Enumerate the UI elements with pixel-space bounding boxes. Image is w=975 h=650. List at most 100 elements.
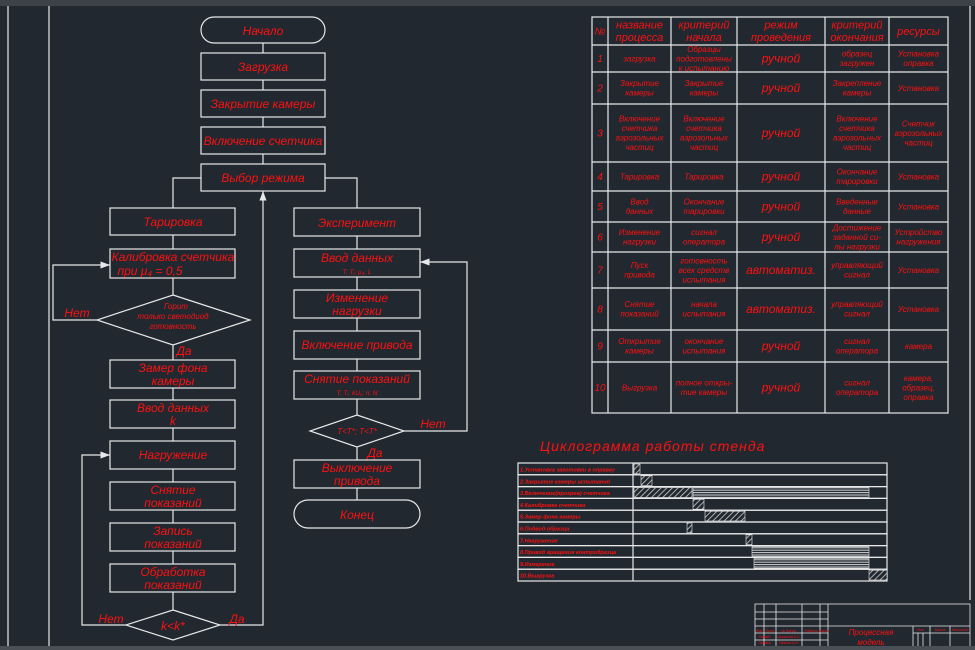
table-cell-text: загрузка	[622, 54, 656, 63]
table-cell-text: Установка	[897, 266, 940, 275]
flow-counter-on[interactable]: Включение счетчика	[200, 126, 326, 155]
flow-loading[interactable]: Нагружение	[109, 440, 236, 470]
table-cell-text: аэрозольных	[894, 129, 943, 138]
svg-text:Дата: Дата	[818, 629, 828, 633]
table-cell-text: критерий	[678, 20, 729, 32]
table-cell-text: оправка	[903, 393, 934, 402]
table-cell-text: 3	[597, 129, 603, 140]
cyclogram-row-label: 7.Нагружение	[520, 538, 558, 544]
table-cell-text: ручной	[761, 170, 801, 184]
svg-text:модель: модель	[857, 638, 884, 647]
svg-text:Разраб.: Разраб.	[759, 635, 772, 639]
svg-text:Замер фона: Замер фона	[138, 361, 207, 375]
cyclogram-row-label: 9.Измерение	[520, 562, 555, 568]
svg-text:Процессная: Процессная	[849, 628, 894, 637]
table-cell-text: Установка	[897, 172, 940, 181]
flow-close-chamber[interactable]: Закрытие камеры	[200, 89, 326, 118]
table-cell-text: испытания	[683, 347, 727, 356]
svg-text:T; Tᵢ; μ₄; L: T; Tᵢ; μ₄; L	[343, 269, 372, 276]
flow-readings[interactable]: Снятие показаний	[109, 481, 236, 511]
svg-text:T<T*; T<T*: T<T*; T<T*	[337, 427, 377, 436]
svg-text:Конец: Конец	[340, 508, 374, 522]
table-cell-text: Окончание	[837, 168, 878, 177]
table-cell-text: 7	[597, 266, 603, 277]
table-cell-text: тие камеры	[681, 388, 727, 397]
flow-record[interactable]: Запись показаний	[109, 522, 236, 552]
table-cell-text: нагрузки	[623, 238, 656, 247]
table-cell-text: данные	[843, 207, 872, 216]
flow-calibration[interactable]: Тарировка	[109, 207, 236, 236]
flow-decision-k[interactable]: k<k*	[124, 609, 222, 641]
flow-load-change[interactable]: Изменение нагрузки	[293, 289, 421, 319]
table-cell-text: показаний	[620, 310, 659, 319]
table-cell-text: 8	[597, 305, 603, 316]
flow-decision-led[interactable]: Горит только светодиод готовность	[95, 294, 252, 346]
table-cell-text: автоматиз.	[746, 302, 816, 316]
label-yes-t: Да	[365, 446, 382, 460]
table-cell-text: загружен	[839, 59, 875, 68]
svg-text:Закрытие камеры: Закрытие камеры	[211, 97, 316, 111]
table-cell-text: частиц	[843, 143, 872, 152]
table-cell-text: №	[595, 27, 606, 38]
table-cell-text: Установка	[897, 202, 940, 211]
table-cell-text: 1	[597, 54, 603, 65]
table-cell-text: Изменение	[619, 228, 661, 237]
flow-experiment[interactable]: Эксперимент	[293, 207, 421, 237]
cyclogram-bar-hatched	[704, 510, 746, 522]
window-top-bar	[0, 0, 975, 6]
title-block: Изм Лист № докум. Подпись Дата Разраб. П…	[754, 603, 971, 650]
cyclogram-row: 3.Включение(прогрев) счетчика	[517, 486, 888, 500]
table-cell-text: камера	[905, 342, 933, 351]
table-cell-text: камеры	[843, 89, 872, 98]
svg-text:показаний: показаний	[144, 537, 202, 551]
flow-processing[interactable]: Обработка показаний	[109, 563, 236, 593]
cyclogram-bar-lined	[692, 487, 870, 498]
svg-text:Ввод данных: Ввод данных	[137, 401, 210, 415]
cyclogram-row-label: 8.Привод вращения контробразца	[520, 549, 616, 556]
flow-decision-t[interactable]: T<T*; T<T*	[308, 414, 406, 448]
table-cell-text: сигнал	[844, 310, 870, 319]
flow-load[interactable]: Загрузка	[200, 52, 326, 81]
cyclogram-row-label: 3.Включение(прогрев) счетчика	[520, 491, 610, 497]
table-cell-text: аэрозольных	[833, 134, 882, 143]
table-cell-text: 6	[597, 233, 603, 244]
cyclogram-bar-hatched	[633, 487, 693, 498]
table-cell-text: Устройство	[894, 228, 944, 237]
label-no-k: Нет	[98, 612, 123, 626]
flow-drive-off[interactable]: Выключение привода	[293, 459, 421, 489]
table-cell-text: 10	[594, 383, 606, 394]
flow-end[interactable]: Конец	[293, 499, 421, 529]
flow-readings-right[interactable]: Снятие показаний T; Tᵢ; kU₁; n; N	[293, 370, 421, 400]
table-cell-text: Счетчик	[902, 119, 936, 128]
cyclogram-title: Циклограмма работы стенда	[540, 438, 765, 454]
cyclogram-row: 9.Измерение	[517, 556, 888, 570]
flow-input-k[interactable]: Ввод данных k	[109, 399, 236, 429]
table-cell-text: оператора	[836, 388, 879, 397]
flow-mode-select[interactable]: Выбор режима	[200, 163, 326, 192]
flow-bg-measure[interactable]: Замер фона камеры	[109, 359, 236, 389]
table-cell-text: критерий	[831, 20, 882, 32]
table-cell-text: управляющий	[830, 300, 883, 309]
table-cell-text: сигнал	[691, 228, 717, 237]
flow-drive-on[interactable]: Включение привода	[293, 330, 421, 360]
table-cell-text: окончание	[685, 337, 725, 346]
label-no-t: Нет	[420, 417, 445, 431]
table-cell-text: камера,	[904, 374, 933, 383]
svg-text:Подпись: Подпись	[804, 629, 818, 633]
svg-text:только светодиод: только светодиод	[137, 312, 209, 321]
svg-text:камеры: камеры	[152, 374, 195, 388]
flow-input-data[interactable]: Ввод данных T; Tᵢ; μ₄; L	[293, 248, 421, 278]
table-cell-text: камеры	[625, 89, 654, 98]
table-cell-text: Закрытие	[620, 79, 660, 88]
cyclogram-row-label: 6.Подвод образца	[520, 526, 569, 533]
svg-text:Изм: Изм	[756, 629, 763, 633]
svg-text:Нагружение: Нагружение	[139, 448, 208, 462]
table-cell-text: ручной	[761, 126, 801, 140]
svg-text:готовность: готовность	[149, 322, 196, 331]
flow-start[interactable]: Начало	[200, 16, 326, 44]
flow-counter-calib[interactable]: Калибровка счетчика при μ₄ = 0,5	[109, 248, 236, 279]
